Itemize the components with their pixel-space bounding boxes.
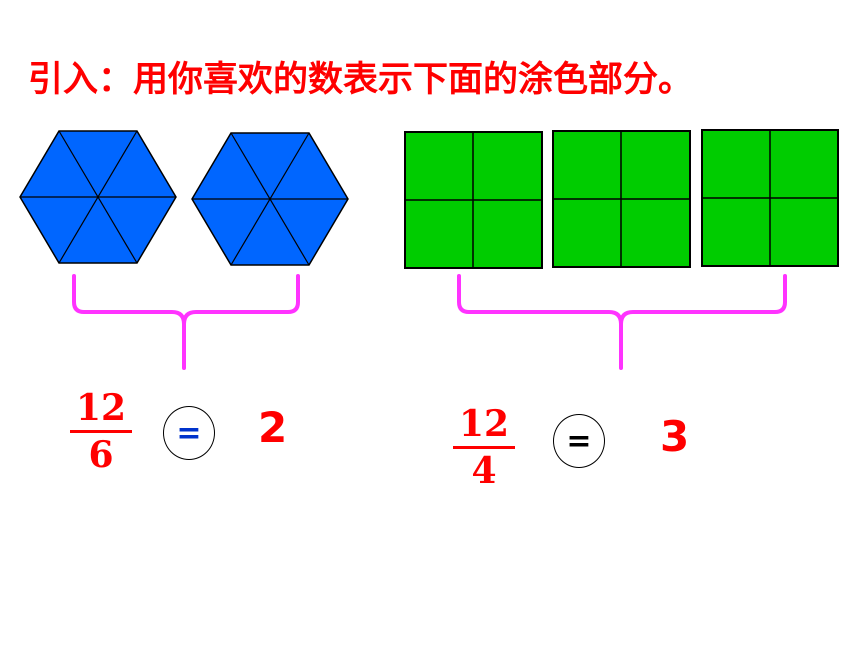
fraction-left-bar	[70, 430, 132, 433]
square-group	[404, 129, 839, 269]
fraction-right-numerator: 12	[458, 403, 510, 445]
fraction-left-numerator: 12	[75, 387, 127, 429]
fraction-right-denominator: 4	[471, 450, 497, 492]
equals-sign-right: =	[566, 423, 592, 459]
brace-right	[457, 274, 787, 370]
page-title: 引入：用你喜欢的数表示下面的涂色部分。	[28, 60, 694, 100]
hexagon-group	[19, 130, 349, 266]
result-left: 2	[258, 403, 288, 452]
fraction-left-denominator: 6	[88, 434, 114, 476]
hexagon-1	[19, 130, 177, 264]
fraction-left: 12 6	[70, 388, 132, 475]
hexagon-2	[191, 132, 349, 266]
fraction-right-bar	[453, 446, 515, 449]
fraction-right: 12 4	[453, 404, 515, 491]
equals-circle-right: =	[553, 414, 605, 468]
square-1	[404, 131, 543, 269]
equals-sign-left: =	[176, 415, 202, 451]
square-2	[552, 130, 691, 268]
result-right: 3	[660, 412, 690, 461]
brace-left	[72, 274, 300, 370]
equals-circle-left: =	[163, 406, 215, 460]
square-3	[701, 129, 839, 267]
